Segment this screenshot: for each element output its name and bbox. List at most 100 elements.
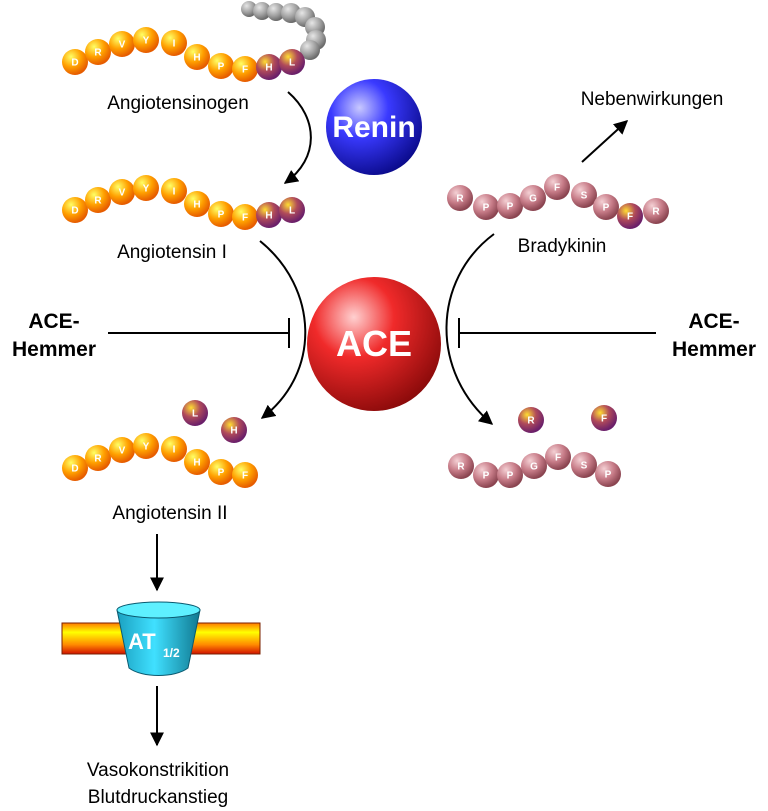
residue-letter: I xyxy=(173,445,176,456)
residue-letter: R xyxy=(94,454,102,465)
residue-circle xyxy=(85,445,111,471)
residue-letter: S xyxy=(581,461,588,472)
vasokonstriktion-label: Vasokonstrikition xyxy=(87,760,229,781)
residue-letter: Y xyxy=(143,442,150,453)
residue-circle xyxy=(161,436,187,462)
ace-enzyme: ACE xyxy=(307,277,441,411)
angiotensinogen-tail xyxy=(241,1,326,60)
residue-bead: P xyxy=(473,194,499,220)
residue-letter: H xyxy=(193,458,200,469)
residue-bead: H xyxy=(184,44,210,70)
at-receptor-subtype: 1/2 xyxy=(163,646,180,660)
residue-bead: R xyxy=(643,198,669,224)
residue-circle xyxy=(256,202,282,228)
residue-letter: I xyxy=(173,187,176,198)
residue-letter: P xyxy=(218,210,225,221)
residue-circle xyxy=(208,53,234,79)
residue-bead: R xyxy=(448,453,474,479)
residue-bead: I xyxy=(161,436,187,462)
residue-bead: L xyxy=(279,49,305,75)
blutdruckanstieg-label: Blutdruckanstieg xyxy=(88,787,228,808)
ace-bradykinin-arrow xyxy=(445,233,495,425)
residue-bead: H xyxy=(256,202,282,228)
residue-bead: G xyxy=(520,185,546,211)
ace-angiotensin-arrow xyxy=(259,240,307,419)
residue-circle xyxy=(591,405,617,431)
residue-circle xyxy=(133,433,159,459)
residue-circle xyxy=(279,49,305,75)
inhibition-line-right xyxy=(458,318,656,348)
residue-circle xyxy=(232,204,258,230)
angiotensinogen-label: Angiotensinogen xyxy=(107,93,249,114)
residue-bead: L xyxy=(279,197,305,223)
residue-bead: H xyxy=(184,449,210,475)
residue-circle xyxy=(184,191,210,217)
residue-letter: P xyxy=(218,62,225,73)
residue-bead: S xyxy=(571,182,597,208)
residue-letter: H xyxy=(193,53,200,64)
residue-circle xyxy=(520,185,546,211)
residue-bead: G xyxy=(521,453,547,479)
residue-circle xyxy=(221,417,247,443)
residue-circle xyxy=(497,462,523,488)
residue-letter: H xyxy=(265,63,272,74)
residue-bead: V xyxy=(109,179,135,205)
residue-letter: Y xyxy=(143,184,150,195)
residue-bead: P xyxy=(208,53,234,79)
residue-circle xyxy=(571,452,597,478)
residue-letter: G xyxy=(529,194,537,205)
residue-bead: S xyxy=(571,452,597,478)
residue-letter: P xyxy=(605,470,612,481)
residue-bead: I xyxy=(161,178,187,204)
residue-circle xyxy=(161,178,187,204)
residue-letter: P xyxy=(507,471,514,482)
residue-circle xyxy=(109,31,135,57)
residue-circle xyxy=(473,194,499,220)
residue-letter: F xyxy=(601,414,607,425)
residue-bead: P xyxy=(593,194,619,220)
residue-circle xyxy=(617,203,643,229)
residue-bead: D xyxy=(62,455,88,481)
residue-circle xyxy=(518,407,544,433)
residue-circle xyxy=(85,39,111,65)
cleaved-dipeptide: LH xyxy=(182,400,247,443)
residue-letter: V xyxy=(119,188,126,199)
residue-circle xyxy=(109,179,135,205)
residue-bead: H xyxy=(184,191,210,217)
residue-letter: F xyxy=(555,453,561,464)
residue-circle xyxy=(133,175,159,201)
ace-label: ACE xyxy=(336,323,412,364)
residue-circle xyxy=(643,198,669,224)
residue-circle xyxy=(109,437,135,463)
residue-bead: R xyxy=(447,185,473,211)
residue-circle xyxy=(62,455,88,481)
residue-circle xyxy=(545,444,571,470)
residue-circle xyxy=(184,449,210,475)
residue-letter: I xyxy=(173,39,176,50)
residue-letter: S xyxy=(581,191,588,202)
residue-bead: P xyxy=(595,461,621,487)
angiotensin-i-label: Angiotensin I xyxy=(117,242,227,263)
residue-letter: R xyxy=(652,207,660,218)
residue-letter: L xyxy=(289,206,295,217)
angiotensin-ii-label: Angiotensin II xyxy=(112,503,227,524)
residue-circle xyxy=(62,49,88,75)
ace-hemmer-right-line2: Hemmer xyxy=(672,338,756,361)
residue-circle xyxy=(85,187,111,213)
residue-bead: Y xyxy=(133,27,159,53)
residue-letter: P xyxy=(218,468,225,479)
residue-circle xyxy=(232,462,258,488)
residue-bead: D xyxy=(62,197,88,223)
residue-letter: R xyxy=(457,462,465,473)
residue-bead: D xyxy=(62,49,88,75)
residue-letter: R xyxy=(456,194,464,205)
residue-circle xyxy=(544,174,570,200)
residue-letter: P xyxy=(483,203,490,214)
residue-letter: F xyxy=(242,65,248,76)
residue-bead: F xyxy=(232,56,258,82)
residue-circle xyxy=(256,54,282,80)
nebenwirkungen-arrow xyxy=(581,120,629,163)
